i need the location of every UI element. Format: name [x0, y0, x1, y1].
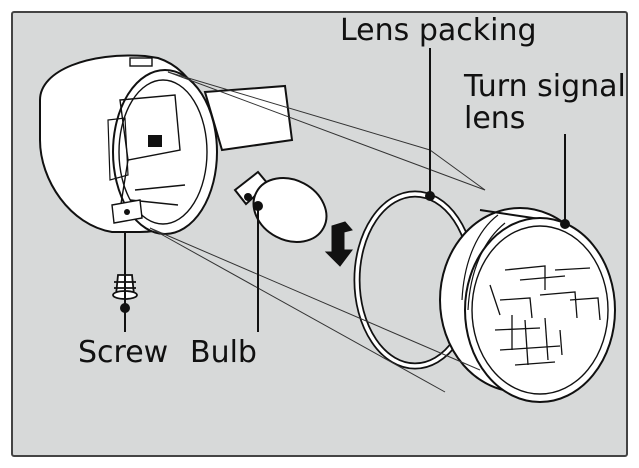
label-turn-signal-line1: Turn signal	[463, 69, 626, 104]
label-bulb: Bulb	[190, 335, 257, 370]
assembly-guide-lines	[149, 71, 486, 393]
label-screw: Screw	[78, 335, 168, 370]
rotate-arrow-icon	[324, 221, 353, 267]
callout-leaders	[120, 48, 570, 332]
label-lens-packing: Lens packing	[340, 13, 537, 48]
label-turn-signal-line2: lens	[464, 101, 525, 136]
bulb	[233, 170, 328, 243]
turn-signal-lens	[439, 207, 616, 403]
